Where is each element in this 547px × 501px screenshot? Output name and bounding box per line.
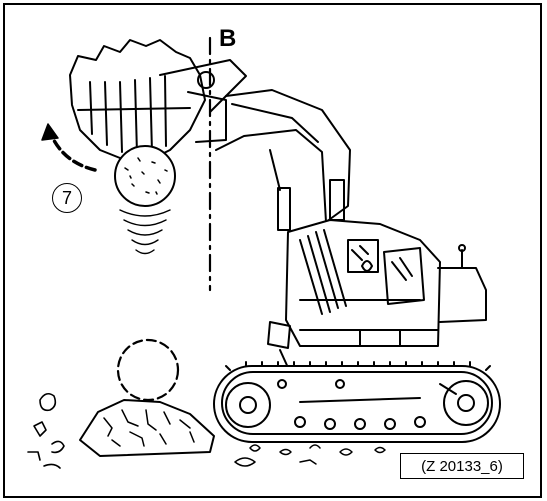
- falling-boulder: [115, 146, 175, 254]
- ground-rubble: [235, 445, 385, 466]
- bucket: [70, 40, 226, 160]
- excavator-body: [268, 220, 486, 376]
- reference-line-label: B: [219, 25, 236, 53]
- step-number-badge: 7: [52, 183, 82, 213]
- rock-pile: [28, 340, 214, 468]
- crawler-track: [214, 362, 500, 442]
- figure-reference-code: (Z 20133_6): [400, 453, 524, 479]
